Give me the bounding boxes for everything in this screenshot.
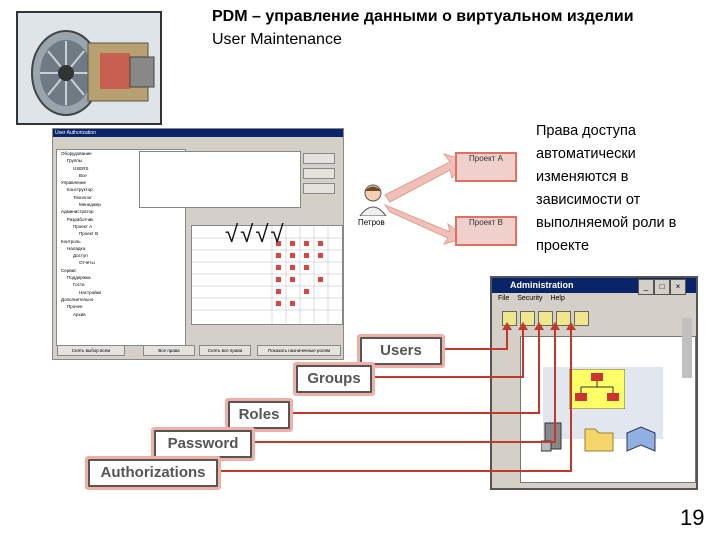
folder-icon bbox=[584, 428, 614, 452]
remove-rights-button[interactable]: Снять все права bbox=[199, 345, 251, 356]
show-assigned-button[interactable]: Показать назначенные ролям bbox=[257, 345, 341, 356]
window-title: User Authorization bbox=[53, 129, 343, 137]
admin-workspace[interactable] bbox=[520, 336, 696, 483]
maximize-button[interactable]: □ bbox=[654, 279, 670, 295]
tree-item[interactable]: Архив bbox=[73, 311, 86, 317]
menu-help[interactable]: Help bbox=[550, 295, 565, 302]
menu-security[interactable]: Security bbox=[517, 295, 543, 302]
tree-item[interactable]: Прочее bbox=[67, 304, 83, 310]
tree-item[interactable]: Сервис bbox=[61, 267, 77, 273]
tree-item[interactable]: Технолог bbox=[73, 194, 92, 200]
org-chart-icon bbox=[569, 369, 625, 409]
project-a-label: Проект A bbox=[469, 154, 503, 163]
list-button-2[interactable] bbox=[303, 168, 335, 179]
engine-image bbox=[16, 11, 162, 125]
person-icon bbox=[359, 184, 387, 216]
permissions-grid[interactable] bbox=[191, 225, 343, 325]
page-number: 19 bbox=[680, 505, 705, 530]
admin-toolbar bbox=[502, 311, 589, 326]
tree-item[interactable]: Все bbox=[79, 172, 87, 178]
tree-item[interactable]: Оборудование bbox=[61, 151, 92, 156]
tree-item[interactable]: Поддержка bbox=[67, 275, 91, 281]
password-label: Password bbox=[154, 430, 252, 458]
checkmarks: √√√√ bbox=[225, 221, 286, 248]
authorizations-label: Authorizations bbox=[88, 459, 218, 487]
authorizations-tool-icon[interactable] bbox=[574, 311, 589, 326]
tree-item[interactable]: Проект B bbox=[79, 231, 99, 237]
deselect-all-button[interactable]: Снять выбор всем bbox=[57, 345, 125, 356]
project-a-box: Проект A bbox=[455, 152, 517, 182]
list-button-3[interactable] bbox=[303, 183, 335, 194]
slide-subtitle: User Maintenance bbox=[212, 31, 342, 48]
project-b-label: Проект B bbox=[469, 218, 503, 227]
groups-tool-icon[interactable] bbox=[520, 311, 535, 326]
admin-menu-bar: File Security Help bbox=[492, 293, 696, 305]
book-icon bbox=[626, 426, 656, 452]
slide-title: PDM – управление данными о виртуальном и… bbox=[212, 8, 634, 25]
close-button[interactable]: × bbox=[670, 279, 686, 295]
users-tool-icon[interactable] bbox=[502, 311, 517, 326]
rights-description: Права доступа автоматически изменяются в… bbox=[536, 123, 677, 254]
tree-item[interactable]: Управление bbox=[61, 180, 87, 186]
all-rights-button[interactable]: Все права bbox=[143, 345, 195, 356]
tree-item[interactable]: Разработчик bbox=[67, 216, 94, 222]
list-button-1[interactable] bbox=[303, 153, 335, 164]
users-label: Users bbox=[360, 337, 442, 365]
tree-item[interactable]: Дополнительно bbox=[61, 296, 94, 302]
tree-item[interactable]: Группы bbox=[67, 158, 82, 164]
tree-item[interactable]: Гости bbox=[73, 282, 85, 288]
tree-item[interactable]: Доступ bbox=[73, 253, 88, 259]
group-list[interactable] bbox=[139, 151, 301, 208]
project-b-box: Проект B bbox=[455, 216, 517, 246]
groups-label: Groups bbox=[296, 365, 372, 393]
password-tool-icon[interactable] bbox=[556, 311, 571, 326]
roles-label: Roles bbox=[228, 401, 290, 429]
admin-scrollbar[interactable] bbox=[682, 318, 692, 378]
roles-tool-icon[interactable] bbox=[538, 311, 553, 326]
workspace-icons bbox=[541, 422, 656, 452]
tree-item[interactable]: USERS bbox=[73, 165, 89, 171]
permissions-grid-lines bbox=[192, 226, 342, 324]
person-name: Петров bbox=[358, 218, 385, 227]
menu-file[interactable]: File bbox=[498, 295, 510, 302]
tree-item[interactable]: Менеджер bbox=[79, 202, 101, 208]
administration-window: Administration _ □ × File Security Help bbox=[490, 276, 698, 490]
tree-item[interactable]: Настройки bbox=[79, 289, 102, 295]
minimize-button[interactable]: _ bbox=[638, 279, 654, 295]
tree-item[interactable]: Наладка bbox=[67, 245, 86, 251]
tree-item[interactable]: Конструктор bbox=[67, 187, 93, 193]
tree-item[interactable]: Проект A bbox=[73, 223, 93, 229]
tree-item[interactable]: Администратор bbox=[61, 209, 94, 215]
tree-item[interactable]: Отчёты bbox=[79, 260, 95, 266]
role-arrows bbox=[383, 153, 468, 245]
tree-item[interactable]: Контроль bbox=[61, 238, 81, 244]
